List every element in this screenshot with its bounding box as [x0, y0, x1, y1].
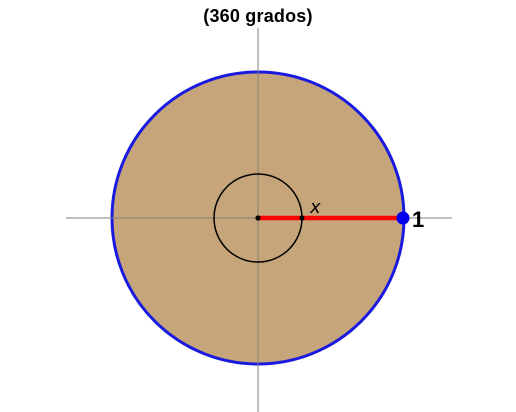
figure-title: (360 grados): [203, 6, 313, 26]
x-label: x: [309, 197, 321, 218]
origin-point: [255, 215, 261, 221]
x-point: [299, 215, 305, 221]
endpoint-handle[interactable]: [396, 211, 410, 225]
one-label: 1: [412, 207, 424, 232]
